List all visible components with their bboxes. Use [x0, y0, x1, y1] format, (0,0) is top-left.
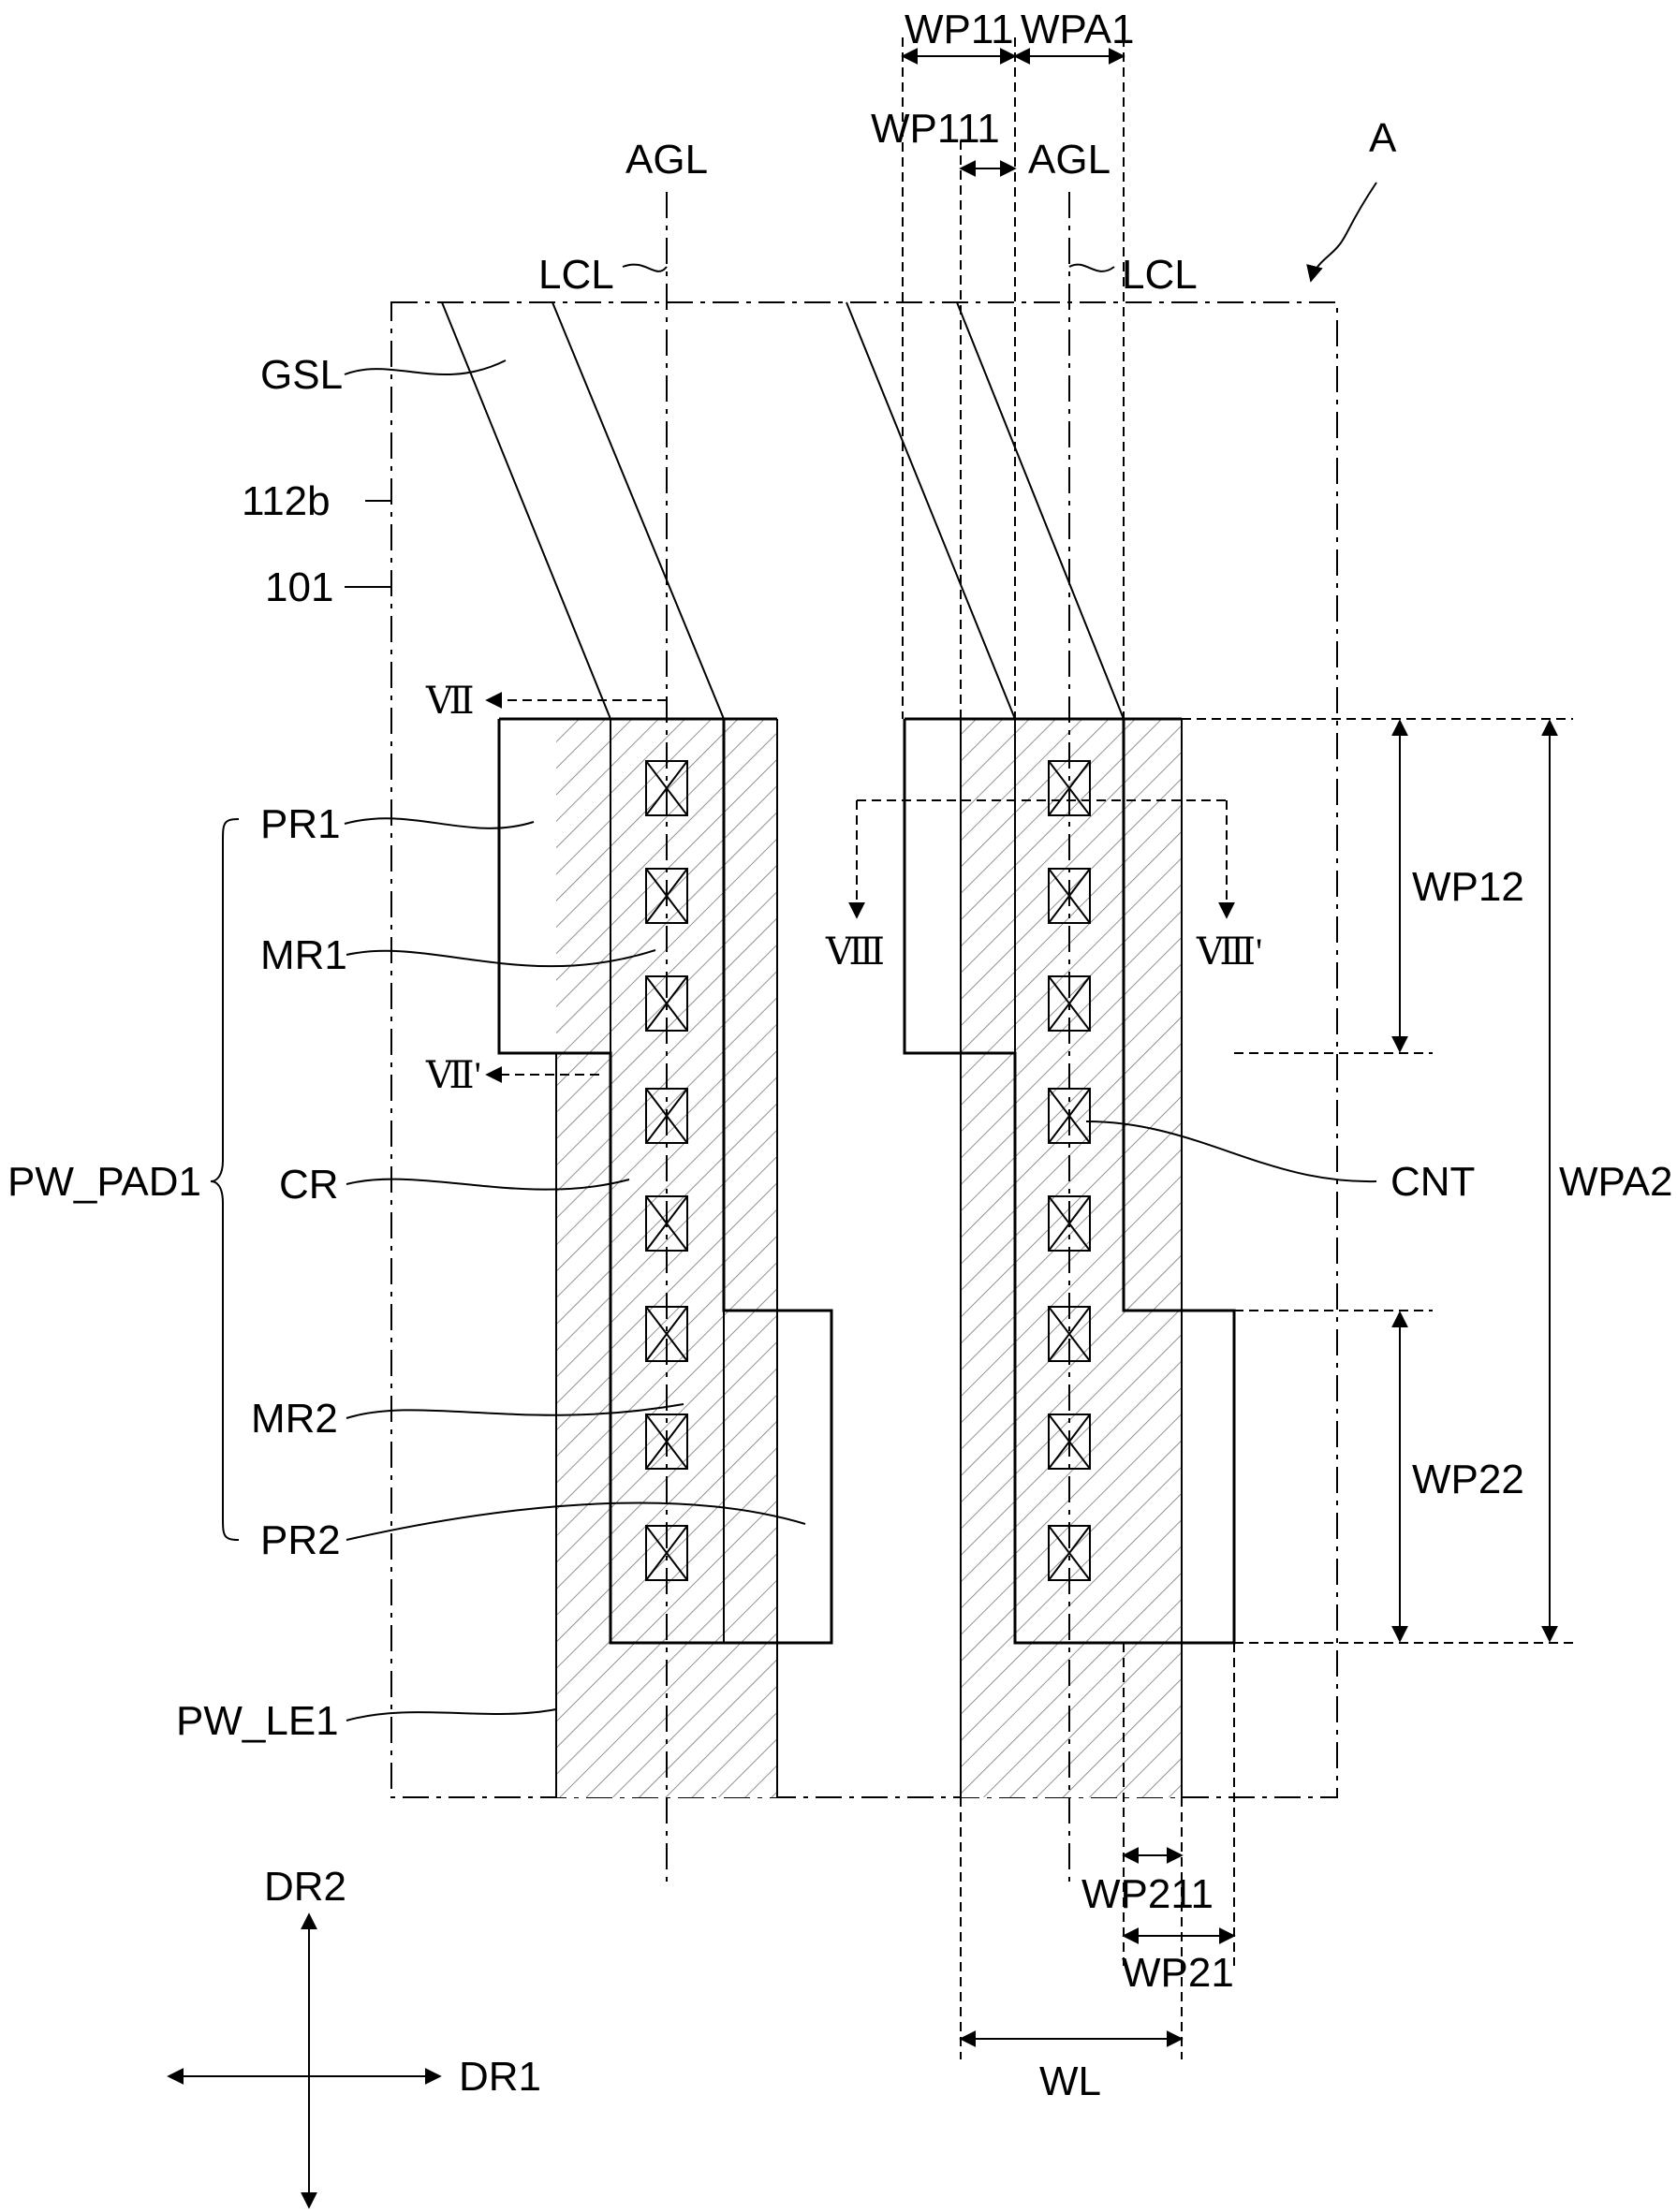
label-mr1: MR1	[260, 932, 347, 978]
section-viii	[848, 799, 1235, 919]
right-pad-structure	[903, 717, 1236, 1797]
section-vii	[485, 692, 667, 1083]
label-pw-le1: PW_LE1	[176, 1698, 339, 1744]
region-a-boundary	[390, 301, 1338, 1798]
label-cr: CR	[279, 1162, 339, 1208]
label-viii-prime: Ⅷ'	[1196, 930, 1262, 973]
label-wp111: WP111	[871, 106, 1000, 152]
label-agl-left: AGL	[625, 137, 708, 183]
label-pr2: PR2	[260, 1517, 341, 1563]
label-lcl-right: LCL	[1122, 252, 1198, 298]
label-a: A	[1369, 115, 1397, 161]
label-vii: Ⅶ	[425, 680, 475, 722]
label-agl-right: AGL	[1028, 137, 1111, 183]
label-viii: Ⅷ	[825, 930, 885, 973]
label-lcl-left: LCL	[538, 252, 614, 298]
left-pad-structure	[497, 717, 833, 1797]
label-wp12: WP12	[1412, 864, 1524, 910]
label-101: 101	[265, 564, 333, 610]
label-pr1: PR1	[260, 801, 341, 847]
gsl-lines	[441, 301, 1125, 720]
label-vii-prime: Ⅶ'	[425, 1054, 481, 1096]
label-mr2: MR2	[251, 1396, 338, 1442]
label-dr1: DR1	[459, 2054, 541, 2100]
label-wp211: WP211	[1081, 1871, 1214, 1917]
leader-lines	[344, 263, 1377, 1721]
label-wl: WL	[1039, 2058, 1101, 2104]
a-arrow	[1306, 182, 1377, 283]
label-dr2: DR2	[264, 1864, 346, 1910]
right-lead-strip	[961, 719, 1182, 1797]
direction-axes	[167, 1912, 442, 2209]
label-gsl: GSL	[260, 352, 343, 398]
label-wpa2: WPA2	[1559, 1159, 1672, 1205]
label-cnt: CNT	[1390, 1159, 1475, 1205]
label-112b: 112b	[242, 478, 331, 524]
label-wp11: WP11	[905, 7, 1014, 52]
label-wp22: WP22	[1412, 1457, 1524, 1502]
label-wp21: WP21	[1122, 1950, 1234, 1996]
pw-pad1-brace	[210, 818, 240, 1541]
label-wpa1: WPA1	[1021, 7, 1134, 52]
label-pw-pad1: PW_PAD1	[7, 1159, 201, 1205]
